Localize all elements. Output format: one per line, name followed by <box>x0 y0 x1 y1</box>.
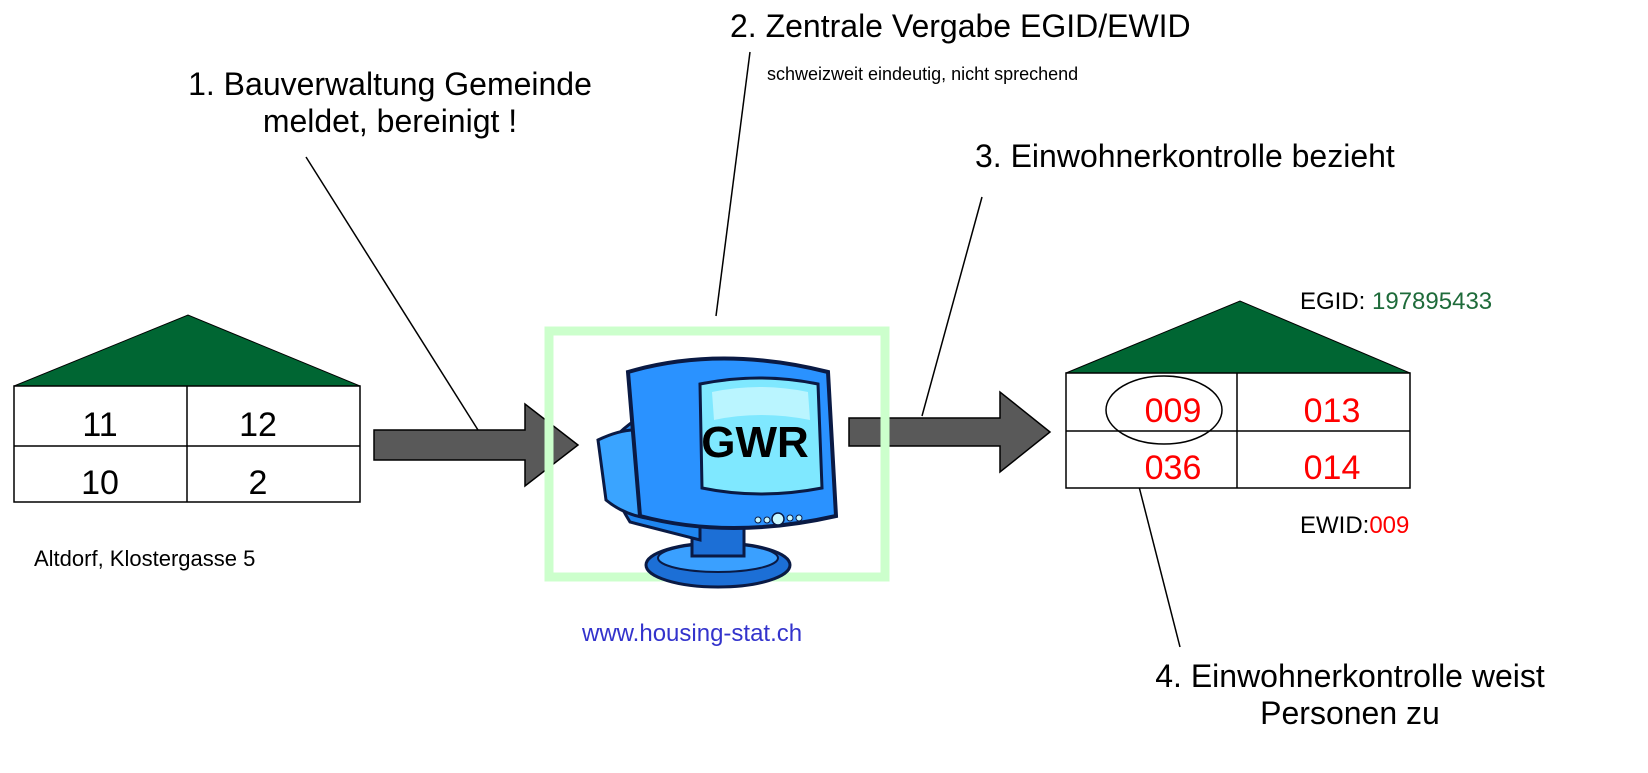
callout-line-step3 <box>921 196 983 417</box>
egid-key: EGID: <box>1300 288 1373 315</box>
egid-label: EGID: 197895433 <box>1300 288 1492 316</box>
gwr-label: GWR <box>701 418 809 467</box>
egid-value: 197895433 <box>1372 288 1493 315</box>
address-label: Altdorf, Klostergasse 5 <box>34 546 256 571</box>
right-house-cell: 009 <box>1145 392 1202 430</box>
arrow-from-gwr <box>848 390 1052 474</box>
step-1-line-2: meldet, bereinigt ! <box>262 102 518 139</box>
gwr-url-link[interactable]: www.housing-stat.ch <box>582 620 803 647</box>
step-1-line-1: 1. Bauverwaltung Gemeinde <box>188 66 592 102</box>
callout-line-step1 <box>305 156 479 431</box>
right-house-cell: 013 <box>1304 392 1361 430</box>
left-house-cell: 12 <box>239 406 277 444</box>
step-2-title: 2. Zentrale Vergabe EGID/EWID <box>730 8 1191 44</box>
right-house-cell: 014 <box>1304 449 1361 487</box>
ewid-key: EWID: <box>1300 512 1370 539</box>
step-4-line-1: 4. Einwohnerkontrolle weist <box>1155 658 1545 694</box>
left-house-cell: 11 <box>82 406 117 444</box>
left-house-roof <box>13 314 361 387</box>
step-3-label: 3. Einwohnerkontrolle bezieht <box>975 138 1395 174</box>
left-house-cell: 2 <box>249 464 268 502</box>
step-2-subtitle: schweizweit eindeutig, nicht sprechend <box>767 64 1079 84</box>
computer-monitor-icon <box>596 356 839 589</box>
callout-line-step2 <box>715 51 751 317</box>
highlight-circle <box>1105 375 1223 445</box>
step-4-line-2: Personen zu <box>1260 694 1440 731</box>
left-house: 11 12 10 2 <box>13 314 361 503</box>
right-house: 009 013 036 014 <box>1065 300 1411 489</box>
step-4-label: 4. Einwohnerkontrolle weist Personen zu <box>1130 658 1570 732</box>
ewid-label: EWID:009 <box>1300 512 1409 540</box>
ewid-value: 009 <box>1369 512 1410 539</box>
left-house-cell: 10 <box>81 464 119 502</box>
step-1-label: 1. Bauverwaltung Gemeinde meldet, berein… <box>150 66 630 140</box>
right-house-cell: 036 <box>1145 449 1202 487</box>
